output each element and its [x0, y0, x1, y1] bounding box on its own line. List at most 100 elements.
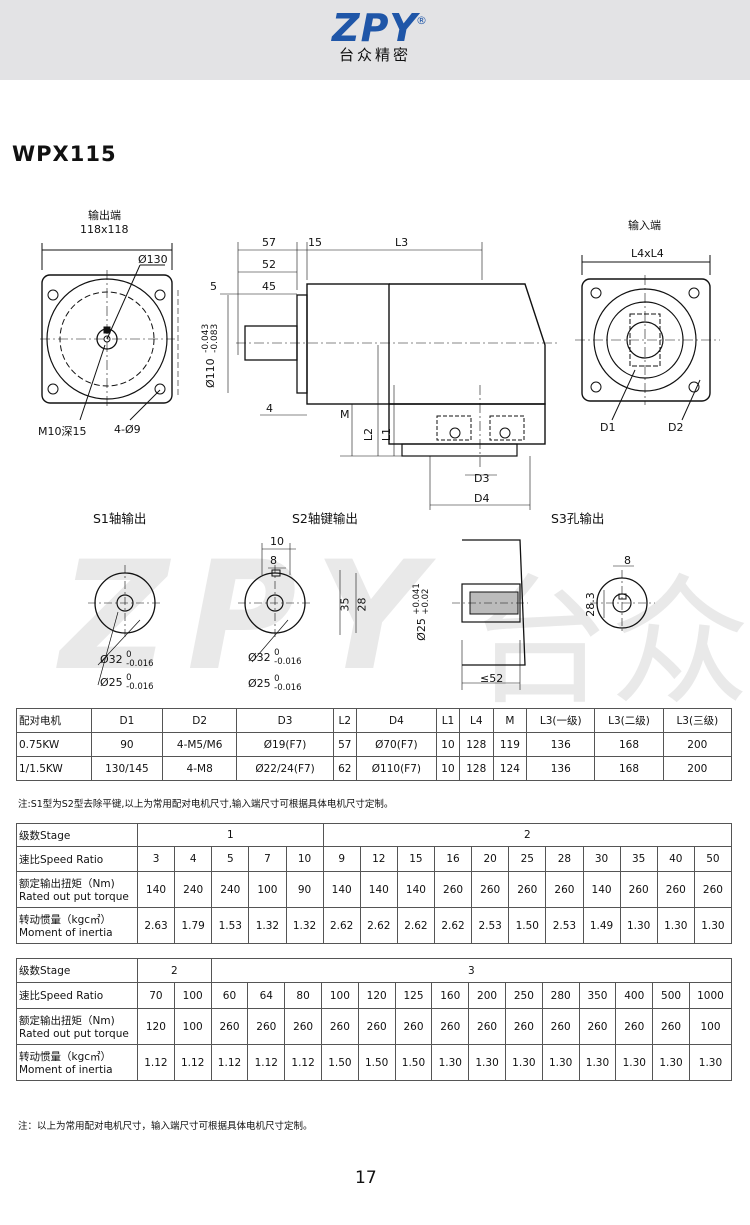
- s3-d25-tolerance: +0.041 +0.02: [412, 583, 431, 614]
- torque-cell: 90: [285, 871, 324, 908]
- inertia-cell: 1.12: [137, 1044, 175, 1081]
- dim-110: Ø110 -0.043 -0.083: [201, 324, 220, 388]
- inertia-label-en: Moment of inertia: [19, 927, 113, 939]
- s2-dim-8: 8: [270, 554, 277, 567]
- motor-header-cell: 配对电机: [16, 708, 92, 733]
- ratio-label: 速比Speed Ratio: [16, 846, 138, 872]
- s1-d25-tol-top: 0: [126, 673, 132, 683]
- dim-4x9: 4-Ø9: [114, 423, 141, 436]
- s2-view: [238, 543, 357, 663]
- inertia-label: 转动惯量（kgc㎡）Moment of inertia: [16, 1044, 138, 1081]
- stage-label: 级数Stage: [16, 958, 138, 983]
- motor-header-cell: L2: [332, 708, 357, 733]
- dim-4: 4: [266, 402, 273, 415]
- inertia-cell: 1.12: [284, 1044, 322, 1081]
- torque-label-en: Rated out put torque: [19, 1028, 129, 1040]
- torque-cell: 140: [396, 871, 436, 908]
- ratio-cell: 15: [396, 846, 436, 872]
- motor-cell: 200: [662, 756, 733, 781]
- watermark: ZPY: [60, 530, 442, 704]
- ratio-cell: 3: [136, 846, 176, 872]
- inertia-cell: 1.30: [693, 907, 733, 944]
- torque-cell: 260: [394, 1008, 433, 1045]
- motor-header-cell: L3(二级): [594, 708, 664, 733]
- s1-d32-tol-top: 0: [126, 650, 132, 660]
- motor-cell: 0.75KW: [16, 732, 92, 757]
- dim-D3: D3: [474, 472, 490, 485]
- torque-cell: 260: [578, 1008, 617, 1045]
- inertia-cell: 1.30: [615, 1044, 654, 1081]
- ratio-cell: 250: [504, 982, 543, 1009]
- motor-cell: 10: [435, 732, 460, 757]
- s2-d32: Ø32 0 -0.016: [248, 649, 302, 667]
- inertia-label-cn: 转动惯量（kgc㎡）: [19, 914, 112, 926]
- torque-cell: 260: [471, 871, 510, 908]
- dim-D2: D2: [668, 421, 684, 434]
- s2-d25-tol-top: 0: [274, 674, 280, 684]
- dim-110-tolerance: -0.043 -0.083: [201, 324, 220, 353]
- torque-label-cn: 额定输出扭矩（Nm): [19, 1015, 115, 1027]
- motor-header-cell: D2: [162, 708, 238, 733]
- ratio-cell: 25: [508, 846, 547, 872]
- output-end-view: [40, 243, 179, 421]
- ratio-cell: 80: [284, 982, 322, 1009]
- torque-cell: 100: [688, 1008, 733, 1045]
- inertia-cell: 1.32: [285, 907, 324, 944]
- input-end-label: 输入端: [628, 219, 661, 232]
- s1-d32: Ø32 0 -0.016: [100, 651, 154, 669]
- torque-cell: 140: [359, 871, 398, 908]
- s3-view: [452, 539, 655, 690]
- dim-L4: L4xL4: [631, 247, 664, 260]
- torque-cell: 140: [322, 871, 361, 908]
- ratio-cell: 28: [545, 846, 584, 872]
- torque-label-en: Rated out put torque: [19, 891, 129, 903]
- model-title: WPX115: [12, 142, 117, 166]
- input-end-view: [575, 255, 720, 421]
- motor-cell: Ø70(F7): [355, 732, 437, 757]
- motor-cell: 124: [492, 756, 528, 781]
- s3-dim-283: 28.3: [583, 592, 597, 617]
- s3-d25: Ø25 +0.041 +0.02: [412, 583, 431, 641]
- s2-d32-tolerance: 0 -0.016: [274, 649, 301, 667]
- motor-header-cell: D3: [236, 708, 334, 733]
- ratio-cell: 50: [693, 846, 733, 872]
- ratio-cell: 280: [541, 982, 580, 1009]
- company-name: 台众精密: [338, 46, 411, 64]
- torque-cell: 260: [541, 1008, 580, 1045]
- dim-52: 52: [262, 258, 276, 271]
- s3-dim-52: ≤52: [480, 672, 504, 685]
- registered-mark: ®: [416, 14, 427, 27]
- s2-label: S2轴键输出: [292, 511, 358, 526]
- ratio-cell: 64: [247, 982, 286, 1009]
- motor-header-cell: L4: [458, 708, 494, 733]
- ratio-cell: 10: [285, 846, 324, 872]
- ratio-cell: 70: [137, 982, 175, 1009]
- dim-M: M: [340, 408, 350, 421]
- torque-cell: 260: [504, 1008, 543, 1045]
- ratio-cell: 350: [578, 982, 617, 1009]
- motor-cell: 130/145: [90, 756, 164, 781]
- dim-110-value: Ø110: [204, 358, 217, 388]
- inertia-cell: 2.62: [322, 907, 361, 944]
- inertia-cell: 1.49: [582, 907, 621, 944]
- motor-cell: 62: [332, 756, 357, 781]
- motor-cell: 1/1.5KW: [16, 756, 92, 781]
- motor-header-cell: L1: [435, 708, 460, 733]
- inertia-cell: 1.30: [656, 907, 695, 944]
- torque-cell: 100: [173, 1008, 212, 1045]
- s3-d25-value: Ø25: [414, 618, 428, 641]
- inertia-cell: 1.12: [247, 1044, 286, 1081]
- inertia-cell: 2.62: [359, 907, 398, 944]
- ratio-cell: 60: [210, 982, 249, 1009]
- motor-cell: 57: [332, 732, 357, 757]
- inertia-cell: 1.30: [619, 907, 658, 944]
- torque-cell: 260: [656, 871, 695, 908]
- dim-D4: D4: [474, 492, 490, 505]
- motor-cell: 200: [662, 732, 733, 757]
- s3-label: S3孔输出: [551, 511, 605, 526]
- s2-d32-value: Ø32: [248, 651, 271, 664]
